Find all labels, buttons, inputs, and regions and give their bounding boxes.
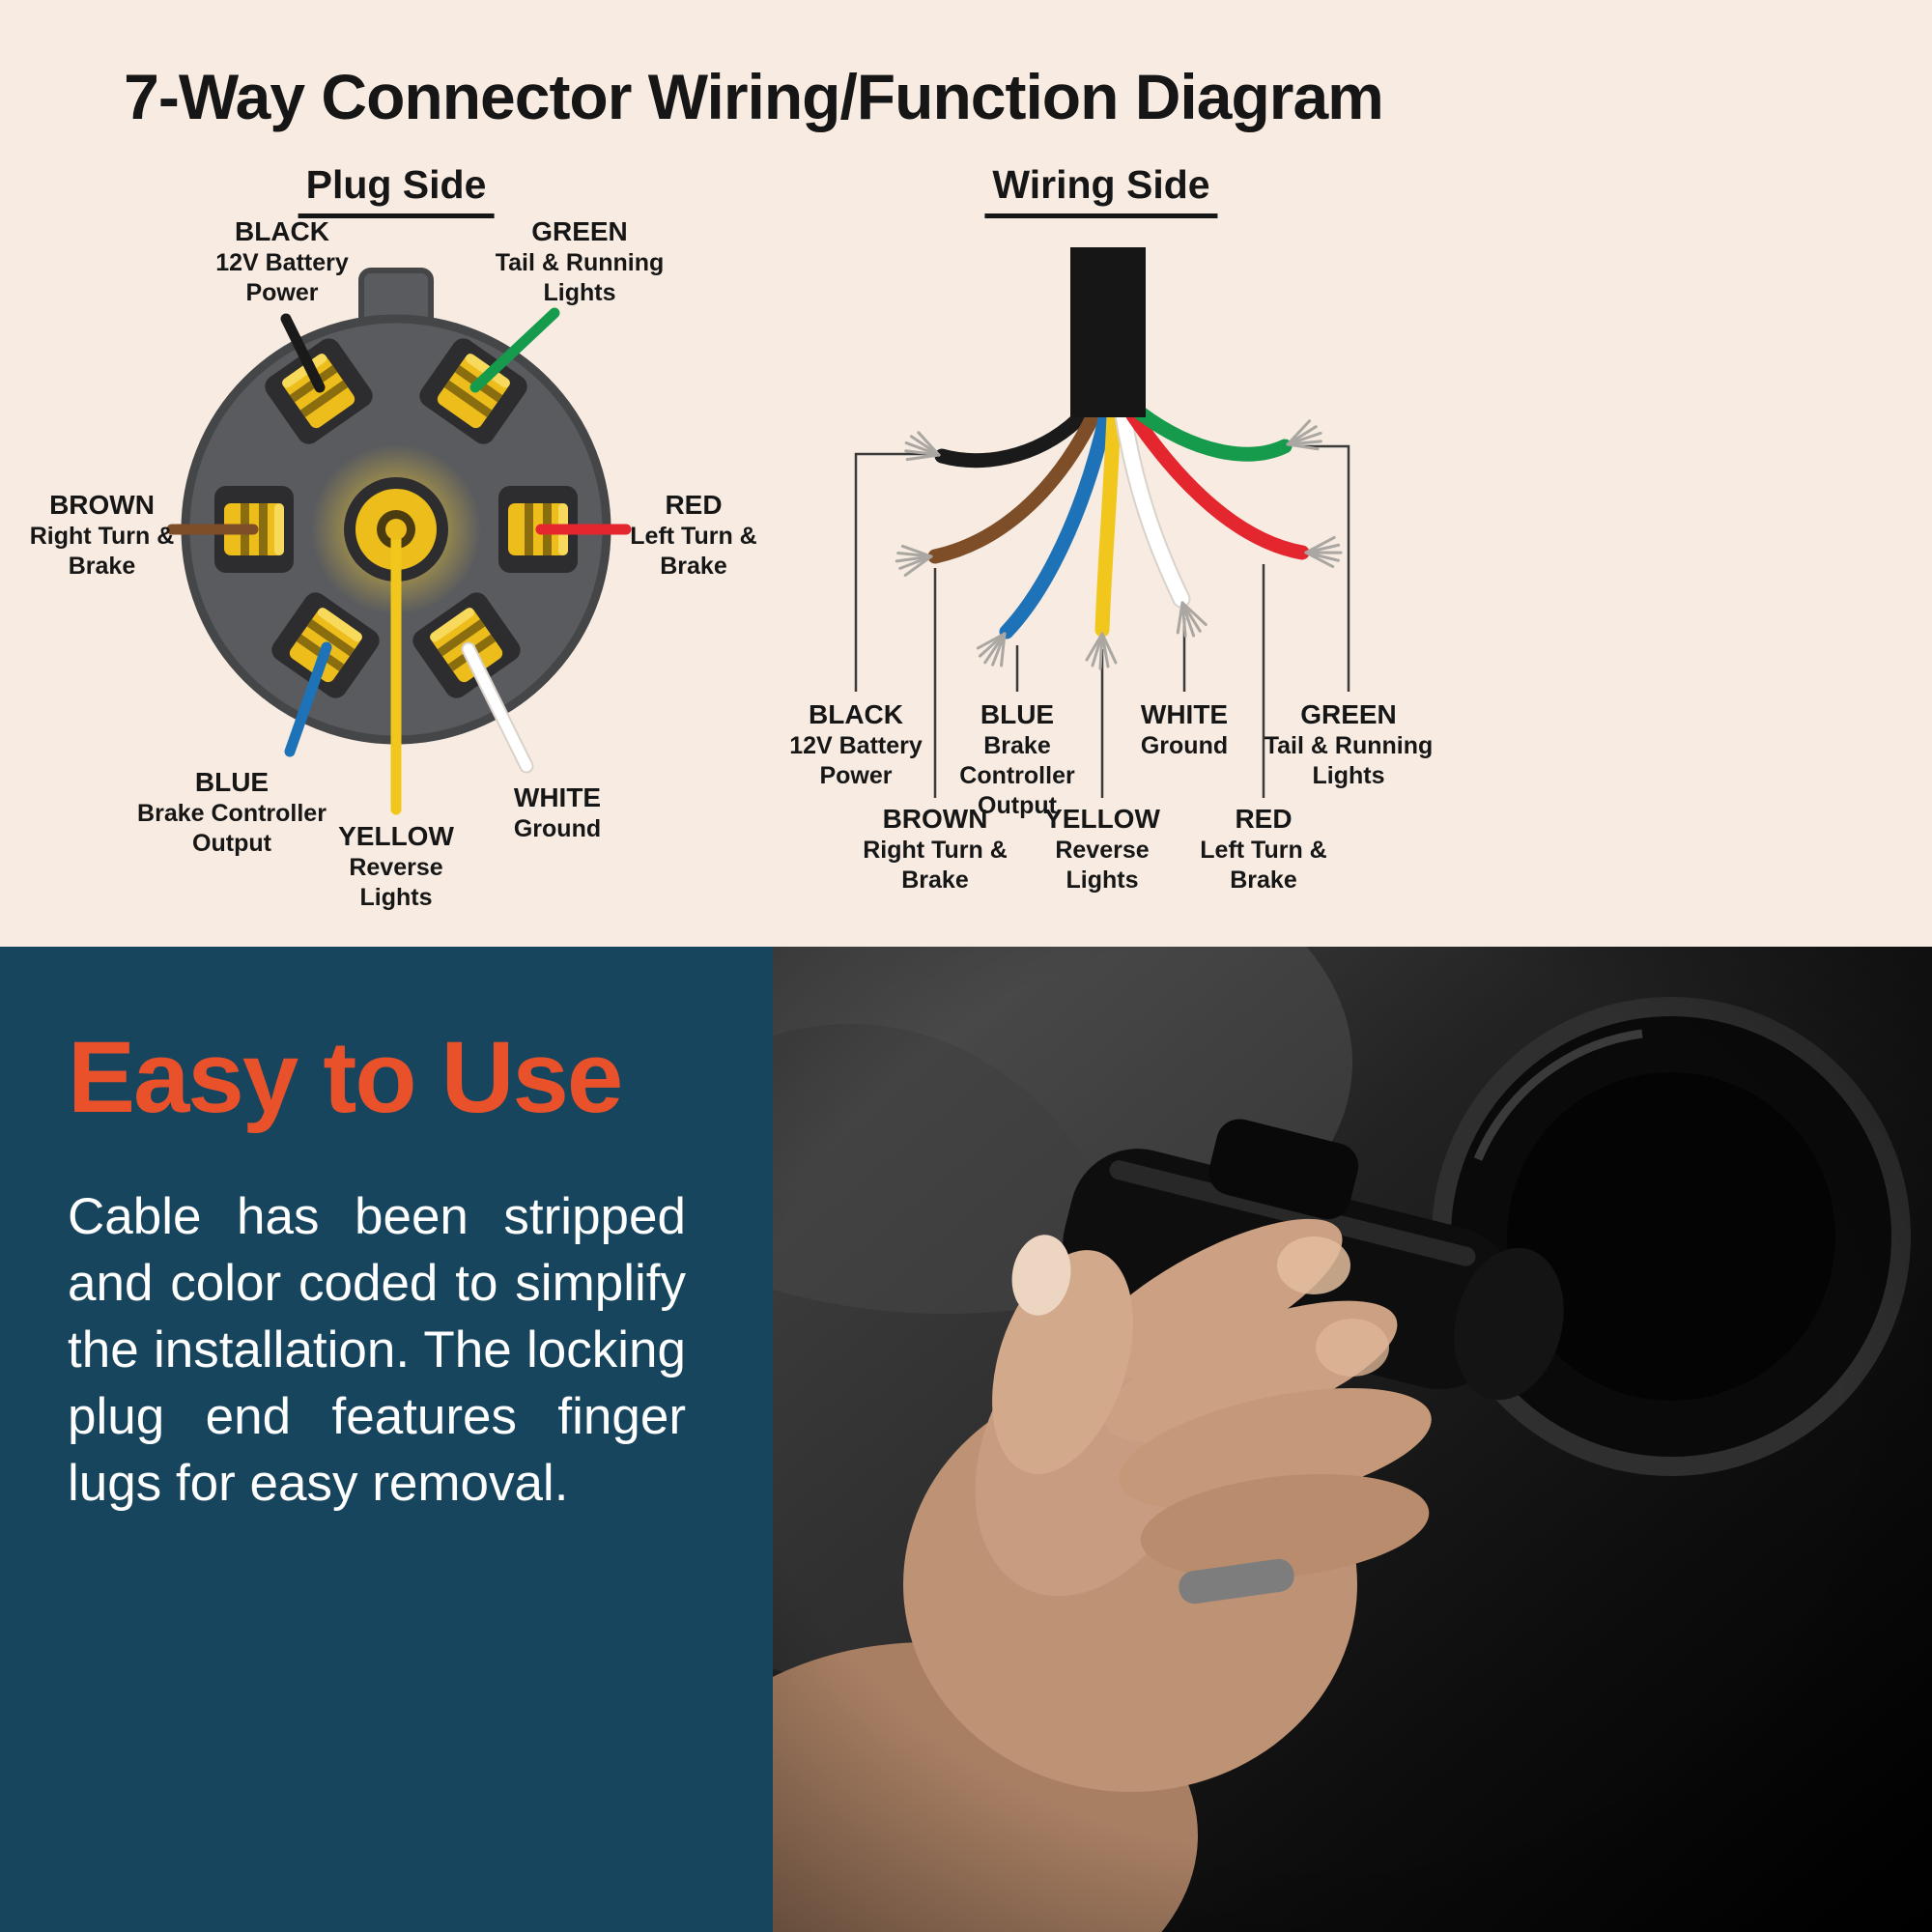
easy-to-use-body: Cable has been stripped and color coded … xyxy=(68,1188,686,1512)
wire-name: YELLOW xyxy=(338,821,454,851)
plug-label-blue: BLUE Brake Controller Output xyxy=(111,765,353,859)
wiring-yellow-wire xyxy=(1094,408,1122,638)
wiring-blue-wire xyxy=(999,408,1114,639)
wire-function: 12V Battery Power xyxy=(215,249,349,306)
wiring-label-brown: BROWN Right Turn & Brake xyxy=(853,802,1017,895)
wire-function: Right Turn & Brake xyxy=(29,523,175,580)
pin-socket-white xyxy=(408,587,526,703)
pin-socket-brown xyxy=(214,486,294,573)
wiring-label-yellow: YELLOW Reverse Lights xyxy=(1035,802,1170,895)
wiring-label-white: WHITE Ground xyxy=(1112,697,1257,761)
easy-to-use-section: Easy to Use Cable has been stripped and … xyxy=(0,947,1932,1932)
plug-label-black: BLACK 12V Battery Power xyxy=(200,214,364,308)
plug-side-heading: Plug Side xyxy=(298,162,495,218)
plug-side-heading-text: Plug Side xyxy=(305,162,487,207)
wiring-green-wire xyxy=(1133,406,1293,462)
center-pin-dot xyxy=(385,519,407,540)
wiring-diagram-section: 7-Way Connector Wiring/Function Diagram … xyxy=(0,0,1932,947)
wiring-wires xyxy=(927,406,1310,639)
wiring-label-green: GREEN Tail & Running Lights xyxy=(1249,697,1448,791)
wire-function: Tail & Running Lights xyxy=(495,249,665,306)
plug-key-tab xyxy=(358,268,434,333)
wire-function: Right Turn & Brake xyxy=(863,837,1008,894)
product-photo-art xyxy=(773,947,1932,1932)
plug-label-red: RED Left Turn & Brake xyxy=(607,488,781,582)
plug-label-white: WHITE Ground xyxy=(485,781,630,844)
wiring-side-heading-text: Wiring Side xyxy=(992,162,1210,207)
pin-socket-yellow xyxy=(344,477,448,582)
wire-name: BROWN xyxy=(882,804,988,834)
wire-name: RED xyxy=(1235,804,1293,834)
wiring-brown-wire xyxy=(927,408,1101,564)
pin-socket-black xyxy=(260,333,378,449)
wire-function: Ground xyxy=(513,815,602,842)
fray-white xyxy=(1166,596,1209,642)
pin-socket-green xyxy=(414,333,532,449)
wiring-side-heading: Wiring Side xyxy=(984,162,1218,218)
wire-function: Left Turn & Brake xyxy=(630,523,757,580)
wiring-black-wire xyxy=(934,406,1092,469)
wire-name: BLUE xyxy=(194,767,270,797)
wire-name: BROWN xyxy=(49,490,155,520)
wire-name: GREEN xyxy=(1300,699,1397,729)
plug-leader-blue xyxy=(284,641,332,757)
wire-function: Ground xyxy=(1140,732,1229,759)
fray-black xyxy=(899,428,946,469)
plug-leader-lines xyxy=(166,307,632,815)
wire-name: BLACK xyxy=(809,699,903,729)
fray-red xyxy=(1303,535,1344,570)
wiring-white-wire xyxy=(1116,408,1189,607)
wire-function: Reverse Lights xyxy=(1055,837,1150,894)
fray-brown xyxy=(893,539,936,579)
plug-leader-black xyxy=(280,313,326,393)
easy-to-use-heading: Easy to Use xyxy=(68,1021,623,1134)
center-pin-glow xyxy=(311,444,481,614)
wire-function: 12V Battery Power xyxy=(789,732,923,789)
wire-name: BLUE xyxy=(980,699,1055,729)
wire-name: WHITE xyxy=(1140,699,1229,729)
plug-housing xyxy=(181,314,611,745)
wire-function: Tail & Running Lights xyxy=(1264,732,1434,789)
wire-name: RED xyxy=(665,490,723,520)
plug-connector xyxy=(181,268,611,745)
wire-function: Brake Controller Output xyxy=(137,800,327,857)
page-title: 7-Way Connector Wiring/Function Diagram xyxy=(124,61,1384,132)
plug-label-brown: BROWN Right Turn & Brake xyxy=(8,488,196,582)
wire-name: GREEN xyxy=(531,216,628,246)
product-photo xyxy=(773,947,1932,1932)
fray-green xyxy=(1281,417,1327,461)
pin-socket-blue xyxy=(267,587,384,703)
cable-jacket xyxy=(1070,247,1146,417)
plug-label-green: GREEN Tail & Running Lights xyxy=(483,214,676,308)
fray-blue xyxy=(972,624,1018,672)
wire-name: WHITE xyxy=(513,782,602,812)
plug-leader-white xyxy=(463,643,532,772)
wiring-label-black: BLACK 12V Battery Power xyxy=(774,697,938,791)
plug-leader-green xyxy=(469,307,560,393)
wire-name: YELLOW xyxy=(1044,804,1160,834)
wiring-red-wire xyxy=(1125,408,1310,560)
wire-function: Brake Controller Output xyxy=(959,732,1075,819)
wire-name: BLACK xyxy=(235,216,329,246)
wire-function: Reverse Lights xyxy=(349,854,443,911)
wire-function: Left Turn & Brake xyxy=(1200,837,1327,894)
plug-label-yellow: YELLOW Reverse Lights xyxy=(328,819,464,913)
wiring-label-blue: BLUE Brake Controller Output xyxy=(945,697,1090,821)
wiring-label-red: RED Left Turn & Brake xyxy=(1181,802,1346,895)
pin-socket-red xyxy=(498,486,578,573)
easy-to-use-panel: Easy to Use Cable has been stripped and … xyxy=(0,947,773,1932)
fray-yellow xyxy=(1085,632,1118,670)
